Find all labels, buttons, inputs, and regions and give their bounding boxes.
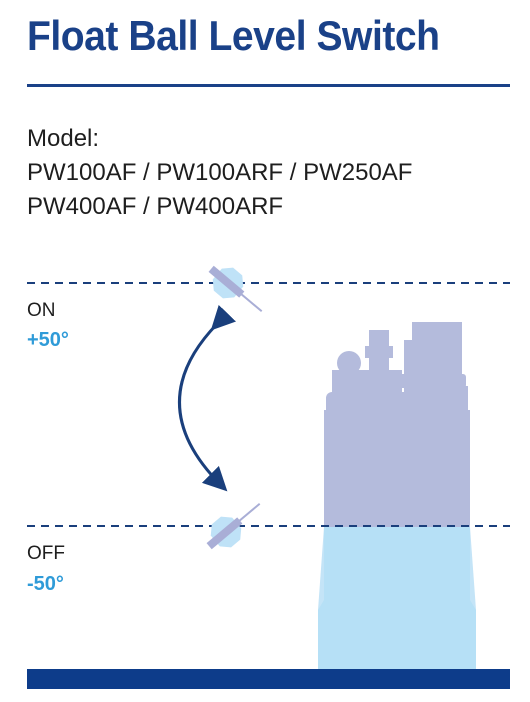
float-off-icon — [206, 502, 261, 550]
pump-submerged — [318, 527, 476, 669]
pump-body — [324, 322, 470, 527]
bottom-bar — [27, 669, 510, 689]
model-block: Model: PW100AF / PW100ARF / PW250AF PW40… — [27, 122, 412, 224]
title-underline — [27, 84, 510, 87]
float-on-icon — [208, 265, 263, 313]
model-line-2: PW400AF / PW400ARF — [27, 193, 284, 220]
model-line-1: PW100AF / PW100ARF / PW250AF — [27, 159, 413, 186]
on-label: ON — [27, 300, 56, 321]
page-title: Float Ball Level Switch — [27, 12, 440, 59]
on-angle: +50° — [27, 329, 69, 351]
model-label: Model: — [27, 125, 100, 152]
swing-arrow-icon — [178, 304, 237, 492]
off-label: OFF — [27, 543, 65, 564]
off-angle: -50° — [27, 573, 64, 595]
